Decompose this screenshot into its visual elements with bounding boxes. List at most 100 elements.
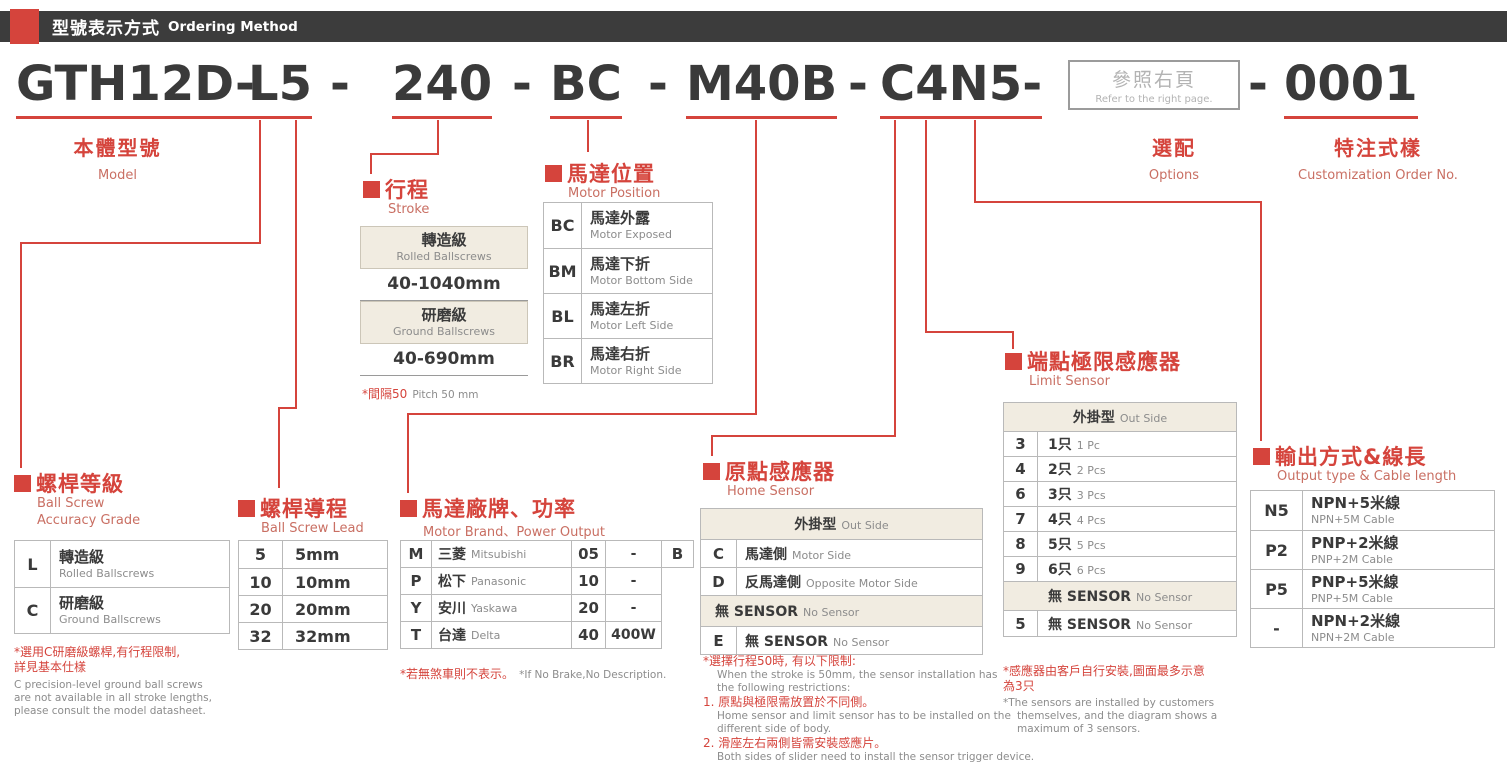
stroke-ground-header: 研磨級 Ground Ballscrews <box>360 301 528 344</box>
limit-sensor-title-zh: 端點極限感應器 <box>1027 350 1181 374</box>
lead-title-zh: 螺桿導程 <box>260 497 348 521</box>
stroke-bullet-icon <box>363 180 380 198</box>
code-custom-no: 0001 <box>1284 58 1418 119</box>
label-customization: 特注式樣 Customization Order No. <box>1298 136 1458 183</box>
limit-sensor-title-en: Limit Sensor <box>1029 374 1110 389</box>
limit-sensor-notes: *感應器由客戶自行安裝,圖面最多示意 為3只 *The sensors are … <box>1003 664 1218 735</box>
motor-position-bullet-icon <box>545 164 562 182</box>
output-title-en: Output type & Cable length <box>1277 469 1457 484</box>
output-section-head: 輸出方式&線長 <box>1253 441 1426 471</box>
motor-position-section-head: 馬達位置 <box>545 158 655 188</box>
stroke-rolled-header: 轉造級 Rolled Ballscrews <box>360 226 528 269</box>
code-separator: - <box>512 56 532 112</box>
stroke-ground-range: 40-690mm <box>360 344 528 376</box>
stroke-table: 轉造級 Rolled Ballscrews 40-1040mm 研磨級 Grou… <box>360 226 528 376</box>
output-bullet-icon <box>1253 447 1270 465</box>
lead-section-head: 螺桿導程 <box>238 493 348 523</box>
home-sensor-title-en: Home Sensor <box>727 484 815 499</box>
label-model: 本體型號 Model <box>73 136 162 183</box>
table-row: 10 10mm <box>239 568 387 595</box>
grade-title-zh: 螺桿等級 <box>36 472 124 496</box>
code-model: GTH12D- <box>16 58 255 119</box>
lead-table: 5 5mm 10 10mm 20 20mm 32 32mm <box>238 540 388 650</box>
limit-sensor-section-head: 端點極限感應器 <box>1005 346 1181 376</box>
lead-title-en: Ball Screw Lead <box>261 521 364 536</box>
grade-title-en-1: Ball Screw <box>37 496 105 511</box>
stroke-title-en: Stroke <box>388 202 430 217</box>
options-reference-zh: 參照右頁 <box>1111 69 1196 91</box>
code-sensor: C4N5- <box>880 58 1043 119</box>
motor-position-title-zh: 馬達位置 <box>567 162 655 186</box>
code-motor-brand: M40B <box>686 58 838 119</box>
grade-bullet-icon <box>14 474 31 492</box>
page-header-bar: 型號表示方式 Ordering Method <box>0 11 1507 42</box>
page-title-en: Ordering Method <box>168 18 298 35</box>
grade-notes: *選用C研磨級螺桿,有行程限制, 詳見基本仕樣 C precision-leve… <box>14 645 212 717</box>
page-title-zh: 型號表示方式 <box>52 19 160 39</box>
code-motor-position: BC <box>550 58 622 119</box>
brand-bullet-icon <box>400 499 417 517</box>
code-separator: - <box>330 56 350 112</box>
home-sensor-title-zh: 原點感應器 <box>725 460 835 484</box>
brand-section-head: 馬達廠牌、功率 <box>400 493 576 523</box>
code-screw-grade-lead: L5 <box>248 58 312 119</box>
brake-code-cell: B <box>661 541 693 567</box>
lead-bullet-icon <box>238 499 255 517</box>
options-reference-box: 參照右頁 Refer to the right page. <box>1068 60 1240 110</box>
table-row: 5 5mm <box>239 541 387 568</box>
motor-position-title-en: Motor Position <box>568 186 661 201</box>
limit-sensor-bullet-icon <box>1005 352 1022 370</box>
label-options: 選配 Options <box>1148 136 1200 183</box>
stroke-section-head: 行程 <box>363 174 429 204</box>
grade-title-en-2: Accuracy Grade <box>37 513 141 528</box>
stroke-rolled-range: 40-1040mm <box>360 269 528 301</box>
home-sensor-bullet-icon <box>703 462 720 480</box>
code-stroke: 240 <box>392 58 493 119</box>
table-row: 20 20mm <box>239 595 387 622</box>
stroke-note: *間隔50 Pitch 50 mm <box>362 387 479 401</box>
grade-section-head: 螺桿等級 <box>14 468 124 498</box>
header-accent-square <box>10 9 39 44</box>
code-separator: - <box>648 56 668 112</box>
stroke-title-zh: 行程 <box>385 178 429 202</box>
brand-title-en: Motor Brand、Power Output <box>423 525 606 540</box>
output-title-zh: 輸出方式&線長 <box>1275 445 1427 469</box>
code-separator: - <box>848 56 868 112</box>
home-sensor-section-head: 原點感應器 <box>703 456 835 486</box>
table-row: 32 32mm <box>239 622 387 649</box>
options-reference-en: Refer to the right page. <box>1095 94 1213 105</box>
brand-title-zh: 馬達廠牌、功率 <box>422 497 576 521</box>
